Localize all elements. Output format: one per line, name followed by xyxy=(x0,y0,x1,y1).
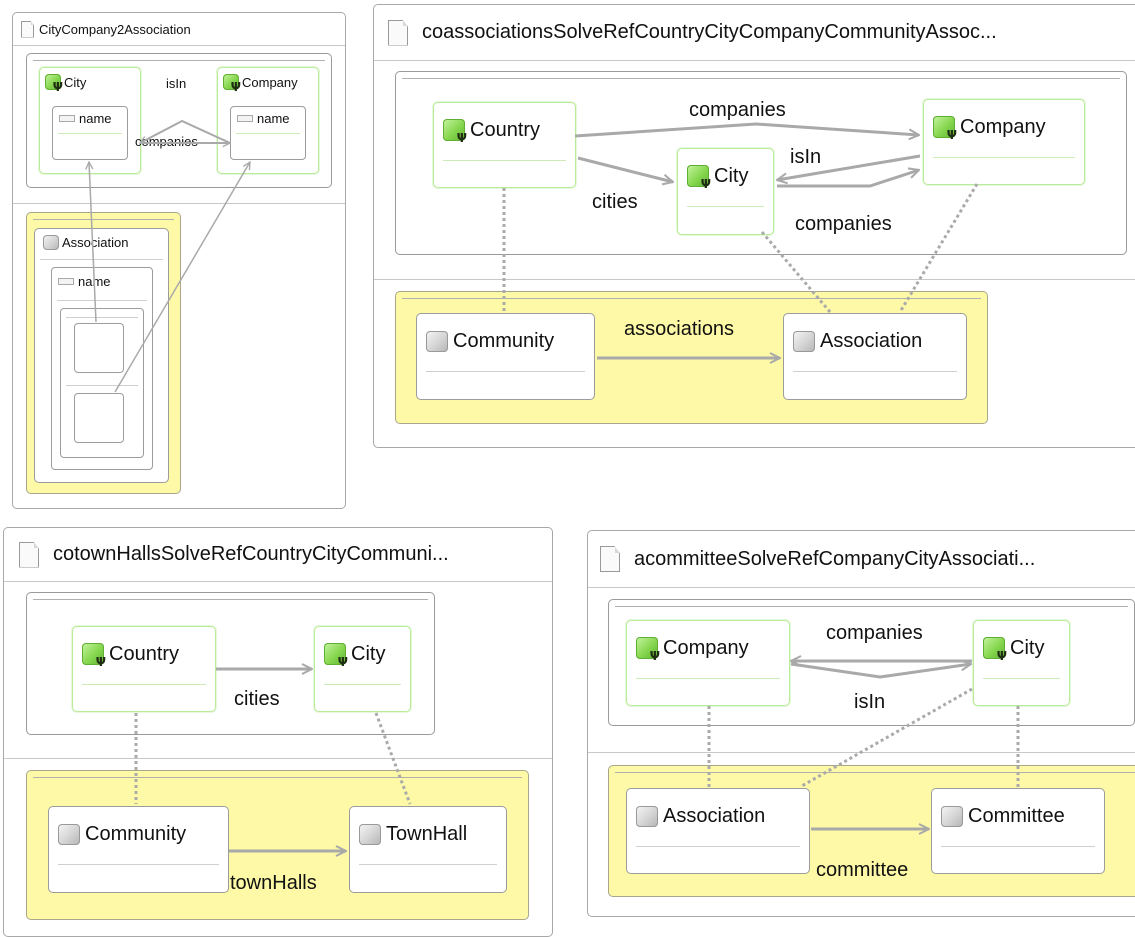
edge-label-companies: companies xyxy=(795,213,892,235)
document-icon xyxy=(600,546,620,572)
node-label: City xyxy=(351,642,386,665)
edge-label-committee: committee xyxy=(816,859,909,881)
class-cube-icon xyxy=(933,116,957,142)
edge-label-companies: companies xyxy=(135,134,198,149)
edge-label-cities: cities xyxy=(234,688,280,710)
company-node[interactable]: Company xyxy=(923,99,1085,185)
edge-label-companies: companies xyxy=(689,99,786,121)
edge-label-cities: cities xyxy=(592,191,638,213)
class-cube-icon xyxy=(636,637,660,663)
company-node[interactable]: Company name xyxy=(217,67,319,174)
node-label: Association xyxy=(820,329,923,352)
node-label: City xyxy=(714,164,749,187)
attribute-label: name xyxy=(79,110,112,126)
document-icon xyxy=(388,19,408,46)
panel-title-bar: acommitteeSolveRefCompanyCityAssociati..… xyxy=(588,531,1135,588)
node-label: Country xyxy=(109,642,180,665)
committee-node[interactable]: Committee xyxy=(931,788,1105,874)
class-cube-icon xyxy=(45,74,63,94)
object-cube-icon xyxy=(426,330,448,352)
panel-title-bar: CityCompany2Association xyxy=(13,13,345,46)
city-node[interactable]: City xyxy=(973,620,1070,706)
node-label: City xyxy=(64,74,87,90)
attribute-label: name xyxy=(78,273,111,289)
country-node[interactable]: Country xyxy=(433,102,576,188)
name-attribute-box[interactable]: name xyxy=(52,106,128,160)
attribute-icon xyxy=(237,114,253,122)
edge-label-associations: associations xyxy=(624,318,735,340)
rule-panel-coassociations[interactable]: coassociationsSolveRefCountryCityCompany… xyxy=(373,4,1135,448)
name-attribute-box[interactable]: name xyxy=(51,267,153,470)
document-icon xyxy=(19,541,39,568)
edge-label-companies: companies xyxy=(826,622,923,644)
company-node[interactable]: Company xyxy=(626,620,790,706)
panel-title: coassociationsSolveRefCountryCityCompany… xyxy=(422,21,997,43)
section-divider xyxy=(4,758,552,759)
node-label: Association xyxy=(62,234,129,250)
city-node[interactable]: City name xyxy=(39,67,141,174)
node-label: Company xyxy=(663,636,749,659)
association-node[interactable]: Association xyxy=(626,788,810,874)
object-cube-icon xyxy=(941,805,963,827)
rule-panel-cotownhalls[interactable]: cotownHallsSolveRefCountryCityCommuni...… xyxy=(3,527,553,937)
class-cube-icon xyxy=(324,643,348,669)
node-label: Company xyxy=(242,74,298,90)
panel-title-bar: coassociationsSolveRefCountryCityCompany… xyxy=(374,5,1135,61)
community-node[interactable]: Community xyxy=(416,313,595,400)
attribute-icon xyxy=(58,277,74,285)
class-cube-icon xyxy=(687,165,711,191)
community-node[interactable]: Community xyxy=(48,806,229,893)
object-cube-icon xyxy=(43,234,59,250)
edge-label-isin: isIn xyxy=(166,76,187,91)
node-label: Association xyxy=(663,804,766,827)
object-cube-icon xyxy=(58,823,80,845)
object-cube-icon xyxy=(359,823,381,845)
city-node[interactable]: City xyxy=(314,626,411,712)
section-divider xyxy=(588,752,1135,753)
panel-title-bar: cotownHallsSolveRefCountryCityCommuni... xyxy=(4,528,552,582)
section-divider xyxy=(374,279,1135,280)
edge-label-isin: isIn xyxy=(790,146,822,168)
association-node[interactable]: Association xyxy=(783,313,967,400)
value-list-box xyxy=(60,308,144,458)
city-node[interactable]: City xyxy=(677,148,774,235)
node-label: TownHall xyxy=(386,822,468,845)
object-cube-icon xyxy=(636,805,658,827)
node-label: Community xyxy=(85,822,187,845)
object-cube-icon xyxy=(793,330,815,352)
value-slot[interactable] xyxy=(74,393,124,443)
class-cube-icon xyxy=(443,119,467,145)
panel-title: CityCompany2Association xyxy=(39,21,191,37)
class-cube-icon xyxy=(223,74,241,94)
name-attribute-box[interactable]: name xyxy=(230,106,306,160)
edge-label-isin: isIn xyxy=(854,691,886,713)
country-node[interactable]: Country xyxy=(72,626,216,712)
node-label: Community xyxy=(453,329,555,352)
attribute-icon xyxy=(59,114,75,122)
rule-panel-citycompany2association[interactable]: CityCompany2Association City name Compan… xyxy=(12,12,346,509)
document-icon xyxy=(21,20,34,38)
association-node[interactable]: Association name xyxy=(34,228,169,483)
class-cube-icon xyxy=(82,643,106,669)
class-cube-icon xyxy=(983,637,1007,663)
attribute-label: name xyxy=(257,110,290,126)
node-label: City xyxy=(1010,636,1045,659)
edge-label-townhalls: townHalls xyxy=(230,872,317,894)
rule-panel-acommittee[interactable]: acommitteeSolveRefCompanyCityAssociati..… xyxy=(587,530,1135,917)
node-label: Committee xyxy=(968,804,1065,827)
value-slot[interactable] xyxy=(74,323,124,373)
townhall-node[interactable]: TownHall xyxy=(349,806,507,893)
panel-title: cotownHallsSolveRefCountryCityCommuni... xyxy=(53,543,449,565)
panel-title: acommitteeSolveRefCompanyCityAssociati..… xyxy=(634,547,1036,570)
node-label: Country xyxy=(470,118,541,141)
section-divider xyxy=(13,203,345,204)
node-label: Company xyxy=(960,115,1046,138)
